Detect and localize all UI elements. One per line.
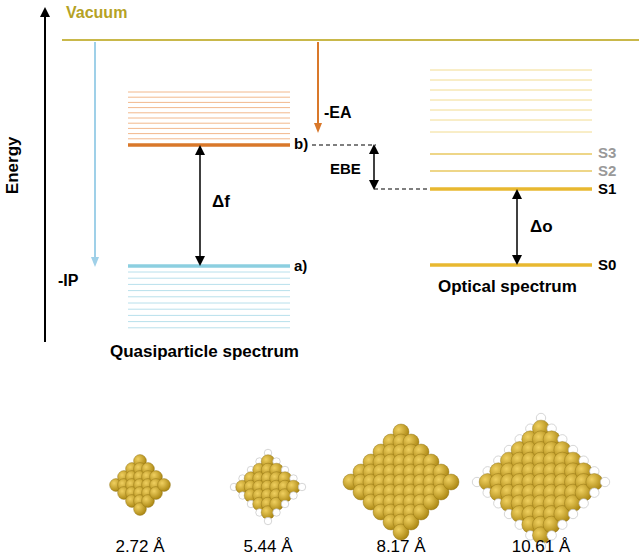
hydrogen-atom (568, 509, 577, 518)
state-label: S3 (598, 145, 616, 162)
level-line (128, 92, 290, 93)
gap-label: Δf (212, 193, 230, 212)
ea-label: -EA (324, 104, 352, 122)
level-line (128, 290, 290, 291)
nanocluster-illustrations (110, 413, 610, 550)
level-line (128, 309, 290, 310)
hydrogen-atom (273, 509, 280, 516)
gap-label: Δo (530, 218, 553, 237)
dashed-line (374, 188, 428, 189)
level-line (128, 315, 290, 316)
ip-label: -IP (58, 272, 78, 290)
silicon-atom (158, 479, 171, 492)
level-line (128, 123, 290, 124)
silicon-atom (443, 474, 459, 490)
hydrogen-atom (590, 488, 599, 497)
level-line (128, 138, 290, 139)
ebe-arrow (373, 149, 375, 185)
level-line (128, 272, 290, 273)
spectrum-title: Quasiparticle spectrum (110, 343, 299, 362)
level-line (128, 102, 290, 103)
vacuum-label: Vacuum (66, 4, 127, 22)
lumo-level (128, 143, 290, 147)
axis-label: Energy (5, 136, 24, 194)
hydrogen-atom (579, 499, 588, 508)
occupied-levels (128, 272, 290, 328)
level-line (430, 80, 592, 81)
level-line (128, 303, 290, 304)
unoccupied-levels (128, 92, 290, 139)
level-line (128, 107, 290, 108)
level-line (128, 296, 290, 297)
level-line (128, 97, 290, 98)
level-line (128, 128, 290, 129)
level-line (430, 120, 592, 121)
optical-gap-arrow (516, 194, 518, 260)
size-label: 5.44 Å (243, 538, 292, 557)
hydrogen-atom (298, 483, 305, 490)
vacuum-line (62, 39, 639, 41)
state-label: S2 (598, 163, 616, 180)
state-label: S0 (598, 257, 616, 274)
level-line (430, 100, 592, 101)
level-line (430, 153, 592, 155)
hydrogen-atom (281, 500, 288, 507)
hydrogen-atom (558, 520, 567, 529)
level-line (128, 278, 290, 279)
level-line (430, 170, 592, 172)
s1-level (430, 187, 592, 191)
spectrum-title: Optical spectrum (438, 278, 577, 297)
level-line (128, 133, 290, 134)
level-line (128, 112, 290, 113)
homo-level (128, 264, 290, 268)
excited-levels (430, 70, 592, 171)
level-line (430, 70, 592, 71)
level-line (128, 118, 290, 119)
size-label: 10.61 Å (512, 538, 571, 557)
dashed-line (312, 144, 376, 145)
level-label: b) (294, 136, 308, 153)
level-line (430, 132, 592, 133)
s0-level (430, 263, 592, 267)
energy-axis (44, 12, 46, 342)
level-line (430, 110, 592, 111)
size-label: 8.17 Å (376, 538, 425, 557)
level-line (430, 90, 592, 91)
ip-arrow (94, 42, 96, 262)
hydrogen-atom (290, 492, 297, 499)
hydrogen-atom (600, 477, 609, 486)
level-line (128, 327, 290, 328)
ebe-label: EBE (330, 161, 361, 178)
level-line (128, 321, 290, 322)
hydrogen-atom (264, 517, 271, 524)
level-label: a) (294, 258, 307, 275)
level-line (128, 284, 290, 285)
ea-arrow (317, 42, 319, 128)
size-label: 2.72 Å (115, 538, 164, 557)
fundamental-gap-arrow (199, 150, 201, 261)
state-label: S1 (598, 181, 616, 198)
